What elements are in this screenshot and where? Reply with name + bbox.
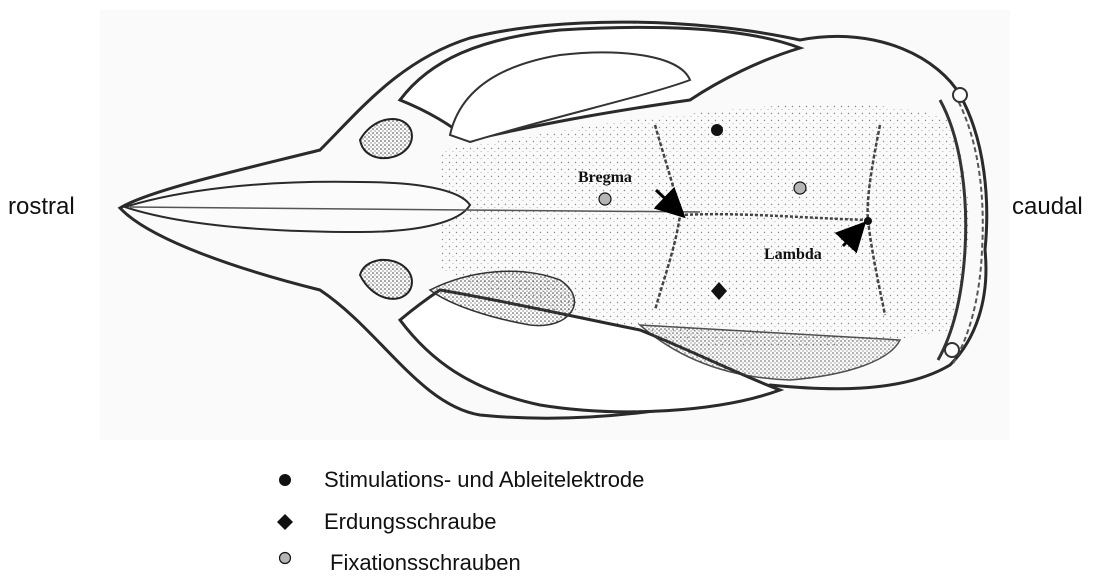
legend-item-ground-screw: Erdungsschraube — [268, 505, 496, 539]
lambda-label: Lambda — [764, 246, 822, 263]
bregma-label: Bregma — [578, 169, 632, 186]
legend-label-fixation-screws: Fixationsschrauben — [330, 550, 521, 576]
fixation-screw-marker-right — [794, 182, 806, 194]
rostral-label: rostral — [8, 193, 75, 221]
lambda-point — [864, 217, 872, 225]
legend-item-electrode: Stimulations- und Ableitelektrode — [268, 463, 644, 497]
fixation-screw-marker-left — [599, 193, 611, 205]
electrode-marker — [711, 124, 723, 136]
legend-label-ground-screw: Erdungsschraube — [324, 509, 496, 535]
filled-diamond-icon — [268, 505, 302, 539]
occipital-knob-top — [953, 88, 967, 102]
legend-item-fixation-screws: Fixationsschrauben — [268, 546, 521, 580]
gray-circle-icon — [268, 546, 302, 580]
legend-label-electrode: Stimulations- und Ableitelektrode — [324, 467, 644, 493]
caudal-label: caudal — [1012, 193, 1083, 221]
filled-circle-icon — [268, 463, 302, 497]
occipital-knob-bottom — [945, 343, 959, 357]
